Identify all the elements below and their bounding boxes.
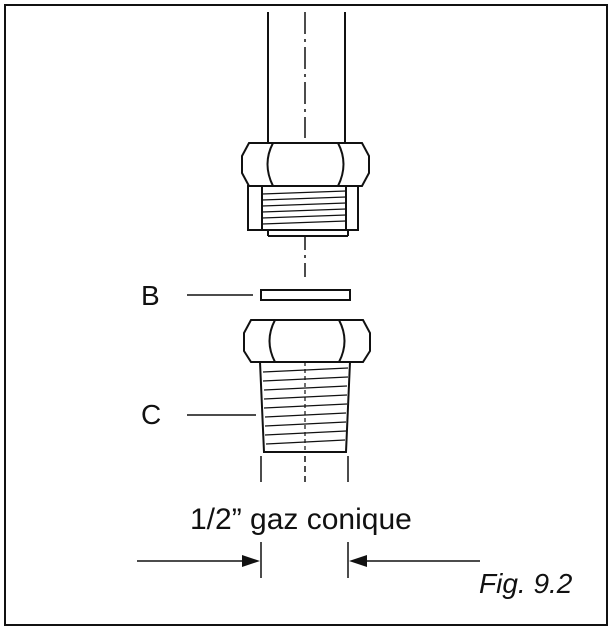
figure-caption: Fig. 9.2 [479,568,573,599]
upper-hex-nut [241,142,370,187]
washer-b [260,289,351,301]
pipe-tube [267,12,346,143]
arrow-right-icon [242,555,260,567]
leader-lines [187,294,256,416]
tapered-thread-c [258,361,352,453]
dimension-extension-lines [260,456,349,578]
lower-hex-nut [243,319,371,363]
label-c: C [141,399,162,430]
upper-threaded-shank [247,185,359,237]
dimension-label: 1/2” gaz conique [190,503,412,536]
label-b: B [141,280,160,311]
arrow-left-icon [349,555,367,567]
figure-frame [4,4,608,626]
